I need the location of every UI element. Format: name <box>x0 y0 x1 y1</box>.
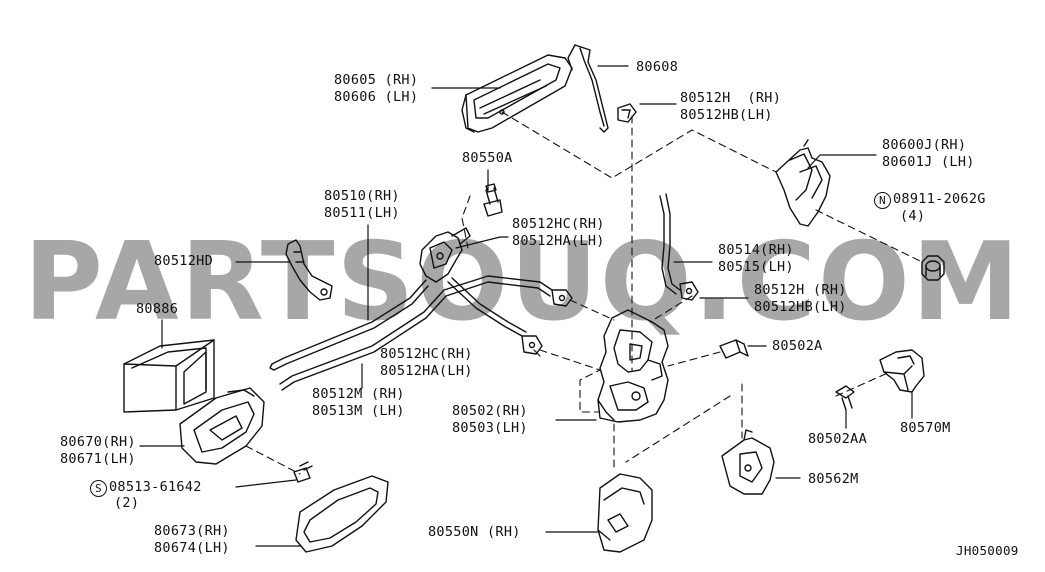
label-80502A: 80502A <box>772 338 823 354</box>
label-80512HC-low: 80512HC(RH) <box>380 346 473 362</box>
label-80606: 80606 (LH) <box>334 89 419 105</box>
diagram-id: JH050009 <box>956 543 1019 558</box>
label-80608: 80608 <box>636 59 679 75</box>
part-80562M-part <box>721 429 775 495</box>
bolt-80550A-part <box>483 183 503 217</box>
label-80670: 80670(RH) <box>60 434 136 450</box>
bracket-80570M-part <box>879 349 925 393</box>
label-80886: 80886 <box>136 301 179 317</box>
actuator-80550N-part <box>597 473 653 553</box>
rod-80514-part <box>659 193 681 295</box>
clip-80512HD-part <box>285 239 333 301</box>
n-symbol-icon: N <box>874 192 891 209</box>
label-80550A: 80550A <box>462 150 513 166</box>
label-80601J: 80601J (LH) <box>882 154 975 170</box>
label-08911-text: 08911-2062G <box>893 191 986 207</box>
label-80515: 80515(LH) <box>718 259 794 275</box>
label-08911-qty: (4) <box>900 208 926 224</box>
watermark: PARTSOUQ.COM <box>23 220 1022 345</box>
label-80512HA-top: 80512HA(LH) <box>512 233 605 249</box>
label-80512HB-top: 80512HB(LH) <box>680 107 773 123</box>
label-80674: 80674(LH) <box>154 540 230 556</box>
lock-bracket-top-part <box>419 227 471 283</box>
label-80514: 80514(RH) <box>718 242 794 258</box>
clip-80512HC-low-part <box>521 335 543 355</box>
label-80510: 80510(RH) <box>324 188 400 204</box>
door-lock-80502-part <box>597 309 669 423</box>
label-80512M: 80512M (RH) <box>312 386 405 402</box>
label-80512HA-low: 80512HA(LH) <box>380 363 473 379</box>
boot-80886-part <box>123 339 215 413</box>
rod-80608-part <box>567 44 609 133</box>
label-80512HB-mid: 80512HB(LH) <box>754 299 847 315</box>
label-80502: 80502(RH) <box>452 403 528 419</box>
label-80511: 80511(LH) <box>324 205 400 221</box>
clip-80512HC-top-part <box>551 289 573 307</box>
label-80562M: 80562M <box>808 471 859 487</box>
label-80550N: 80550N (RH) <box>428 524 521 540</box>
label-80600J: 80600J(RH) <box>882 137 967 153</box>
rod-80512HC-link-part <box>447 277 527 337</box>
rod-80510-part <box>269 279 429 371</box>
label-80503: 80503(LH) <box>452 420 528 436</box>
label-80512HC-top: 80512HC(RH) <box>512 216 605 232</box>
label-80502AA: 80502AA <box>808 431 867 447</box>
label-08513-qty: (2) <box>114 495 140 511</box>
nut-08911-part <box>921 255 945 281</box>
label-80570M: 80570M <box>900 420 951 436</box>
label-08513-text: 08513-61642 <box>109 479 202 495</box>
label-80673: 80673(RH) <box>154 523 230 539</box>
screw-80502A-part <box>719 339 749 359</box>
label-80512H-top: 80512H (RH) <box>680 90 782 106</box>
outside-handle-part <box>461 54 573 133</box>
bolt-80502AA-part <box>835 385 855 411</box>
clip-80512H-top-part <box>617 103 637 123</box>
escutcheon-80673-part <box>295 475 389 553</box>
label-80605: 80605 (RH) <box>334 72 419 88</box>
label-80671: 80671(LH) <box>60 451 136 467</box>
label-80513M: 80513M (LH) <box>312 403 405 419</box>
rod-80512M-part <box>279 275 553 391</box>
label-80512H-mid: 80512H (RH) <box>754 282 847 298</box>
screw-08513-part <box>293 461 313 483</box>
leader-lines <box>139 65 913 547</box>
assembly-dashed-lines <box>245 111 923 475</box>
bracket-80600J-part <box>775 139 831 227</box>
clip-80512H-mid-part <box>679 281 699 301</box>
label-80512HD: 80512HD <box>154 253 213 269</box>
inside-handle-80670-part <box>179 387 265 465</box>
s-symbol-icon: S <box>90 480 107 497</box>
